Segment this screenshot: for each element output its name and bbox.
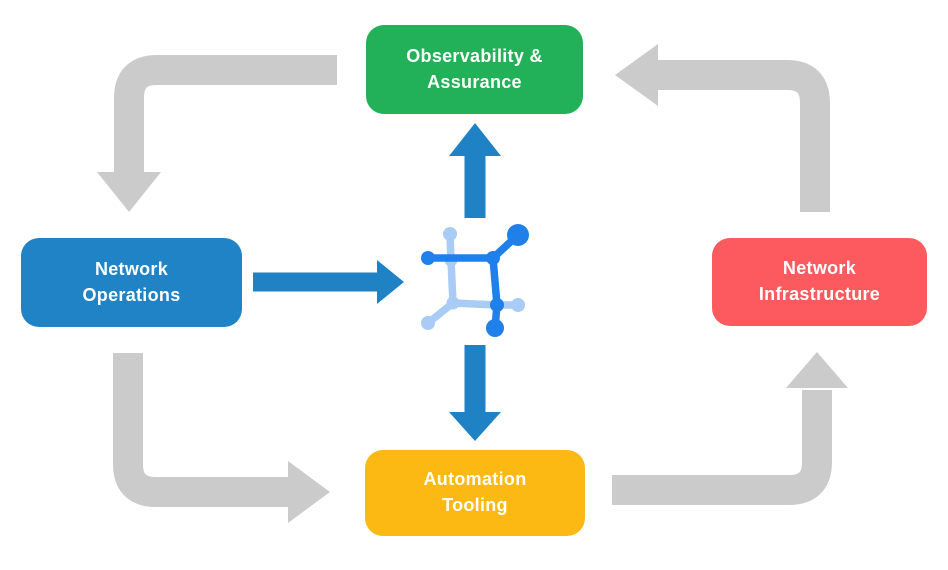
arrow-operations-to-center [253,260,404,304]
icon-dark-nodes [421,224,529,337]
icon-light-nodes [421,227,525,330]
arrow-center-to-observability [449,123,501,218]
arrow-automation-to-infrastructure [612,352,848,505]
node-observability-label: Observability & Assurance [406,45,543,92]
network-mesh-icon [421,224,529,337]
arrow-infrastructure-to-observability [615,44,830,212]
node-operations-label: Network Operations [82,258,181,305]
arrow-operations-to-automation [113,353,330,523]
arrow-observability-to-operations [97,55,337,212]
arrow-center-to-automation [449,345,501,441]
node-network-infrastructure: Network Infrastructure [712,238,927,326]
node-automation-tooling: Automation Tooling [365,450,585,536]
node-infrastructure-label: Network Infrastructure [758,258,881,304]
node-automation-label: Automation Tooling [423,469,527,515]
node-network-operations: Network Operations [21,238,242,327]
node-observability-assurance: Observability & Assurance [366,25,583,114]
